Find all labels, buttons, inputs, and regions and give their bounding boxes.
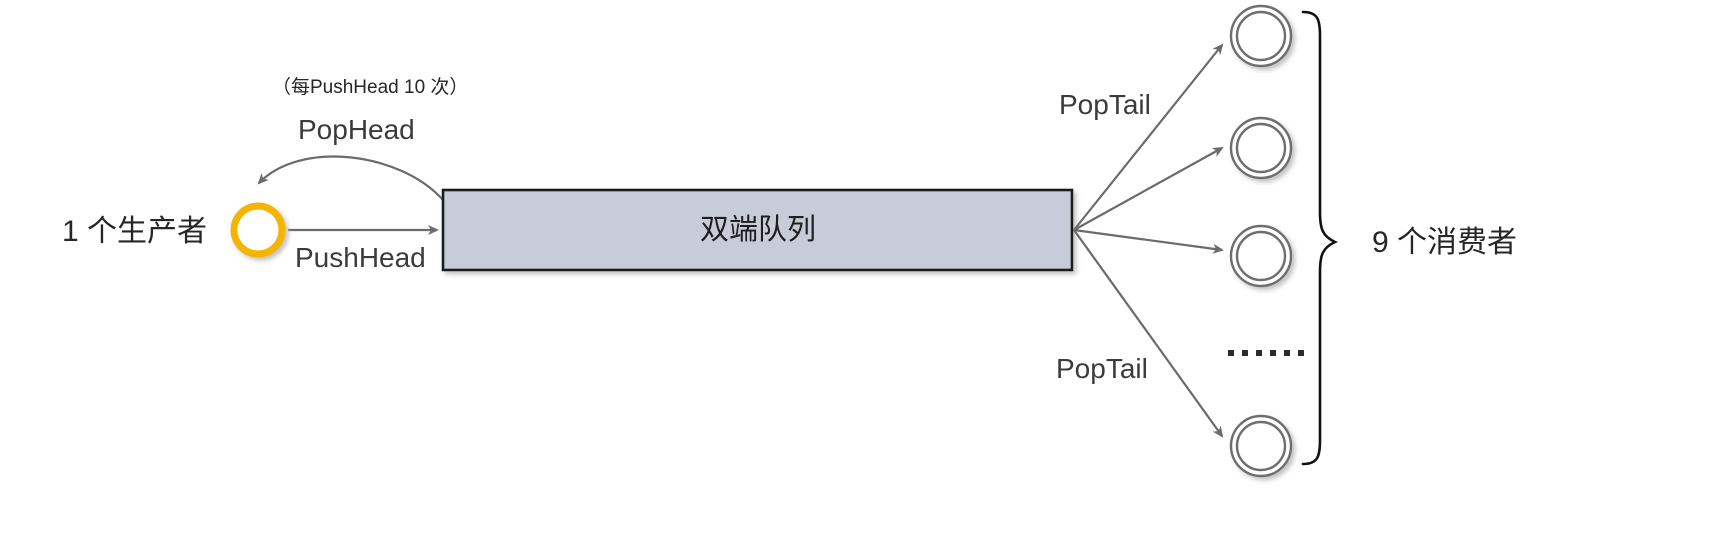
pop-head-arrow [257, 155, 444, 201]
consumer-ring-icon [1229, 224, 1293, 288]
pop-tail-top-label: PopTail [1059, 89, 1151, 120]
consumer-ring-icon [1229, 4, 1293, 68]
deque-box [441, 188, 1074, 272]
pop-head-label: PopHead [298, 114, 415, 145]
deque-label: 双端队列 [700, 214, 817, 246]
consumer-rings [1229, 4, 1293, 478]
consumers-brace [1301, 10, 1339, 466]
producer-ring-icon [230, 202, 286, 258]
push-head-label: PushHead [295, 242, 426, 273]
consumers-label: 9 个消费者 [1372, 226, 1518, 259]
producer-label: 1 个生产者 [62, 215, 208, 248]
pop-tail-bottom-label: PopTail [1056, 353, 1148, 384]
consumer-ring-icon [1229, 414, 1293, 478]
pop-tail-arrows [1073, 43, 1224, 438]
consumer-ring-icon [1229, 116, 1293, 180]
consumers-ellipsis-dots [1228, 350, 1304, 356]
push-head-frequency-note: （每PushHead 10 次） [272, 77, 469, 98]
